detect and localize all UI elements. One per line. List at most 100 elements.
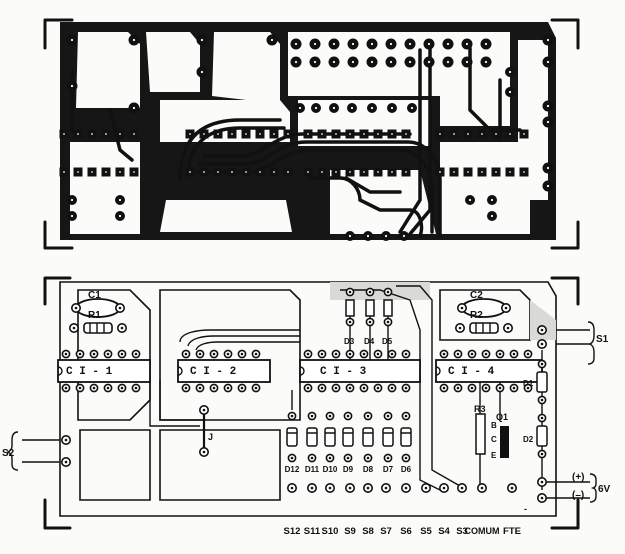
pad-hole (272, 132, 276, 136)
pad-hole (334, 170, 338, 174)
pad-hole (540, 398, 544, 402)
c2-label: C2 (470, 290, 483, 301)
pad-hole (134, 386, 138, 390)
label-d9: D9 (343, 465, 354, 474)
pad-hole (442, 352, 446, 356)
pad-hole (376, 352, 380, 356)
pad-hole (120, 352, 124, 356)
pad-hole (540, 416, 544, 420)
diode-top (365, 299, 375, 317)
pad-hole (104, 132, 108, 136)
r1-resistor (83, 322, 113, 334)
corner-mark (550, 498, 580, 530)
pad-hole (132, 170, 136, 174)
pad-hole (348, 352, 352, 356)
d4-label: D4 (364, 337, 375, 346)
pad-hole (540, 362, 544, 366)
pad-hole (540, 480, 544, 484)
pad-hole (331, 41, 337, 47)
pad-hole (386, 320, 390, 324)
pad-hole (117, 197, 123, 203)
pad-hole (290, 456, 294, 460)
pad-hole (386, 414, 390, 418)
q1-c-label: C (491, 435, 497, 444)
pad-hole (312, 41, 318, 47)
pad-hole (480, 170, 484, 174)
diode-bottom (306, 427, 318, 447)
pad-hole (328, 486, 332, 490)
terminal-label-s12: S12 (284, 526, 301, 537)
pad-hole (69, 197, 75, 203)
pad-hole (62, 170, 66, 174)
pad-hole (76, 170, 80, 174)
corner-mark (43, 18, 74, 50)
minus-mark: - (524, 504, 527, 514)
pad-hole (226, 352, 230, 356)
pad-hole (545, 165, 551, 171)
label-d7: D7 (383, 465, 394, 474)
top-pads (59, 34, 554, 241)
pad-hole (386, 290, 390, 294)
pad-hole (484, 352, 488, 356)
pad-hole (320, 352, 324, 356)
terminal-label-s11: S11 (304, 526, 321, 537)
pad-hole (132, 132, 136, 136)
pad-hole (348, 290, 352, 294)
pad-hole (466, 132, 470, 136)
pad-hole (452, 132, 456, 136)
pad-hole (445, 41, 451, 47)
pad-hole (350, 59, 356, 65)
pad-hole (198, 352, 202, 356)
pad-hole (438, 170, 442, 174)
pad-hole (376, 132, 380, 136)
pad-hole (390, 132, 394, 136)
diode-top (345, 299, 355, 317)
pad-hole (328, 414, 332, 418)
terminal-label-s5: S5 (420, 526, 432, 537)
pad-hole (226, 386, 230, 390)
r2-resistor (469, 322, 499, 334)
pad-hole (78, 386, 82, 390)
pad-hole (489, 213, 495, 219)
pad-hole (526, 352, 530, 356)
pad-hole (456, 386, 460, 390)
terminal-label-comum: COMUM (465, 526, 500, 536)
pad-hole (350, 41, 356, 47)
pad-hole (366, 414, 370, 418)
top-copper-board (43, 18, 580, 250)
vplus-label: (+) (572, 472, 585, 483)
pad-hole (120, 386, 124, 390)
pad-hole (348, 386, 352, 390)
pad-hole (92, 352, 96, 356)
ci3-label: C I - 3 (320, 366, 367, 378)
pad-hole (522, 132, 526, 136)
pad-hole (312, 59, 318, 65)
pad-hole (522, 170, 526, 174)
pad-hole (362, 352, 366, 356)
pad-hole (104, 170, 108, 174)
terminal-label-s7: S7 (380, 526, 392, 537)
pad-hole (306, 170, 310, 174)
pad-hole (310, 456, 314, 460)
pad-hole (202, 170, 206, 174)
pad-hole (545, 119, 551, 125)
pad-hole (464, 59, 470, 65)
pad-hole (368, 290, 372, 294)
pad-hole (106, 352, 110, 356)
supply-bracket (589, 473, 597, 503)
jumper-label: J (208, 432, 213, 442)
pad-hole (368, 320, 372, 324)
pad-hole (310, 414, 314, 418)
pad-hole (198, 386, 202, 390)
pad-hole (383, 233, 389, 239)
pad-hole (258, 132, 262, 136)
pad-hole (445, 59, 451, 65)
pad-hole (545, 103, 551, 109)
pad-hole (456, 352, 460, 356)
pad-hole (508, 170, 512, 174)
pad-hole (390, 170, 394, 174)
pad-hole (365, 233, 371, 239)
pad-hole (494, 170, 498, 174)
pad-hole (508, 132, 512, 136)
